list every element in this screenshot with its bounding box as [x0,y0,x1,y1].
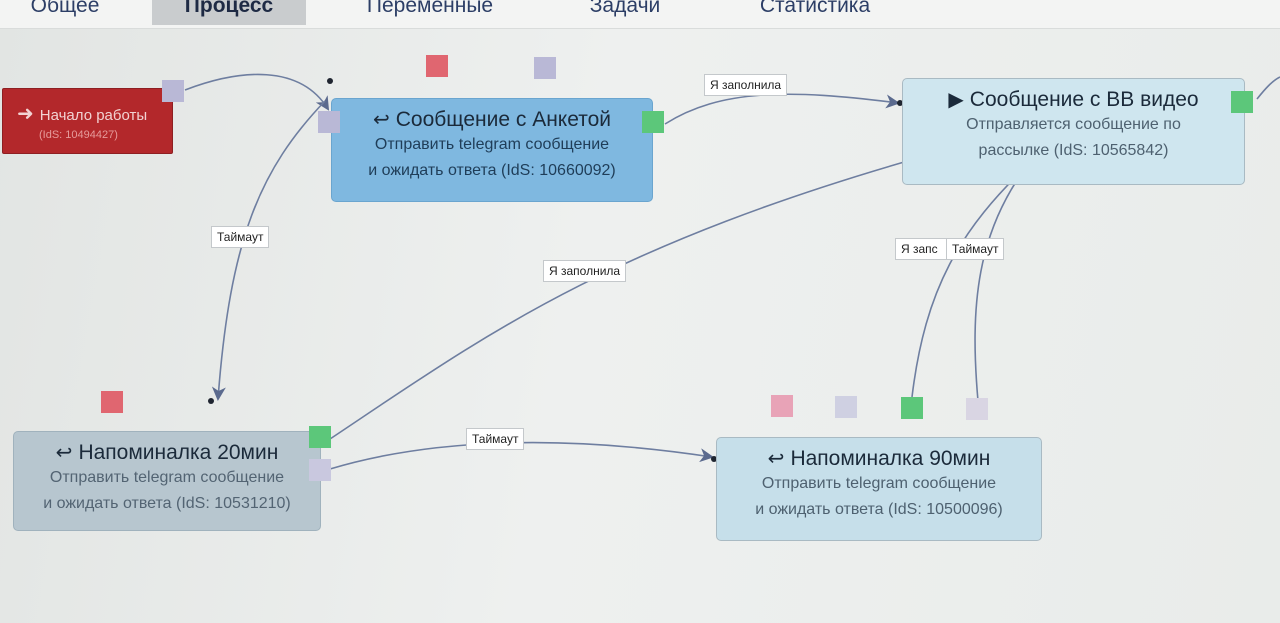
node-reminder-20[interactable]: ↩Напоминалка 20мин Отправить telegram со… [13,431,321,531]
node-anketa-desc-2: и ожидать ответа (IdS: 10660092) [368,162,616,179]
play-icon: ▶ [948,89,964,111]
tab-tasks[interactable]: Задачи [589,0,661,17]
node-r90-desc-2: и ожидать ответа (IdS: 10500096) [755,501,1003,518]
reply-icon: ↩ [372,109,390,131]
port-r20-red[interactable] [101,391,123,413]
edge-start-to-anketa[interactable] [184,73,330,111]
edge-bb-out[interactable] [1256,76,1280,100]
edge-label-r90-timeout[interactable]: Таймаут [946,238,1005,260]
node-start-title: Начало работы [39,107,148,124]
node-bb-desc-2: рассылке (IdS: 10565842) [978,142,1169,159]
reply-icon: ↩ [55,442,73,464]
tab-bar: Общее Процесс Переменные Задачи Статисти… [0,0,1280,29]
reply-icon: ↩ [767,448,785,470]
node-bb-title: Сообщение с ВВ видео [969,88,1199,111]
edge-label-r90-filled[interactable]: Я запс [895,238,953,260]
port-r90-lavender[interactable] [835,396,857,418]
edge-label-anketa-filled[interactable]: Я заполнила [704,74,788,96]
tab-process[interactable]: Процесс [152,0,306,25]
port-anketa-green[interactable] [642,111,664,133]
port-r90-grey[interactable] [966,398,988,420]
node-bb-video[interactable]: ▶Сообщение с ВВ видео Отправляется сообщ… [902,78,1245,185]
edge-r90-filled[interactable] [911,161,1032,398]
port-anketa-red[interactable] [426,55,448,77]
port-start-out[interactable] [162,80,184,102]
port-r20-green[interactable] [309,426,331,448]
tab-variables[interactable]: Переменные [366,0,494,17]
node-start-desc: (IdS: 10494427) [39,129,118,141]
process-canvas[interactable]: ➜Начало работы (IdS: 10494427) ↩Сообщени… [0,29,1280,623]
node-anketa-title: Сообщение с Анкетой [395,108,611,131]
login-icon: ➜ [17,103,34,125]
port-anketa-lavender[interactable] [534,57,556,79]
node-r90-title: Напоминалка 90мин [790,447,991,470]
tab-statistics[interactable]: Статистика [759,0,871,17]
node-anketa[interactable]: ↩Сообщение с Анкетой Отправить telegram … [331,98,653,202]
edge-anketa-timeout[interactable] [211,100,326,401]
port-r90-pink[interactable] [771,395,793,417]
node-r20-desc-1: Отправить telegram сообщение [49,469,285,486]
edge-r90-timeout[interactable] [974,155,1036,402]
edge-label-r20-filled[interactable]: Я заполнила [543,260,627,282]
port-r90-green[interactable] [901,397,923,419]
node-bb-desc-1: Отправляется сообщение по [966,116,1181,133]
edge-anketa-to-bb[interactable] [664,93,900,125]
edge-label-r20-timeout[interactable]: Таймаут [466,428,525,450]
node-anketa-desc-1: Отправить telegram сообщение [374,136,610,153]
port-anketa-in[interactable] [318,111,340,133]
node-r20-title: Напоминалка 20мин [78,441,279,464]
edge-label-anketa-timeout[interactable]: Таймаут [211,226,270,248]
port-r20-lavender[interactable] [309,459,331,481]
tab-general[interactable]: Общее [30,0,100,17]
node-reminder-90[interactable]: ↩Напоминалка 90мин Отправить telegram со… [716,437,1042,541]
port-bb-green[interactable] [1231,91,1253,113]
edge-r20-to-bb[interactable] [329,154,920,440]
node-r90-desc-1: Отправить telegram сообщение [761,475,997,492]
node-r20-desc-2: и ожидать ответа (IdS: 10531210) [43,495,291,512]
node-start[interactable]: ➜ Начало работы (IdS: 10494427) [2,88,173,154]
